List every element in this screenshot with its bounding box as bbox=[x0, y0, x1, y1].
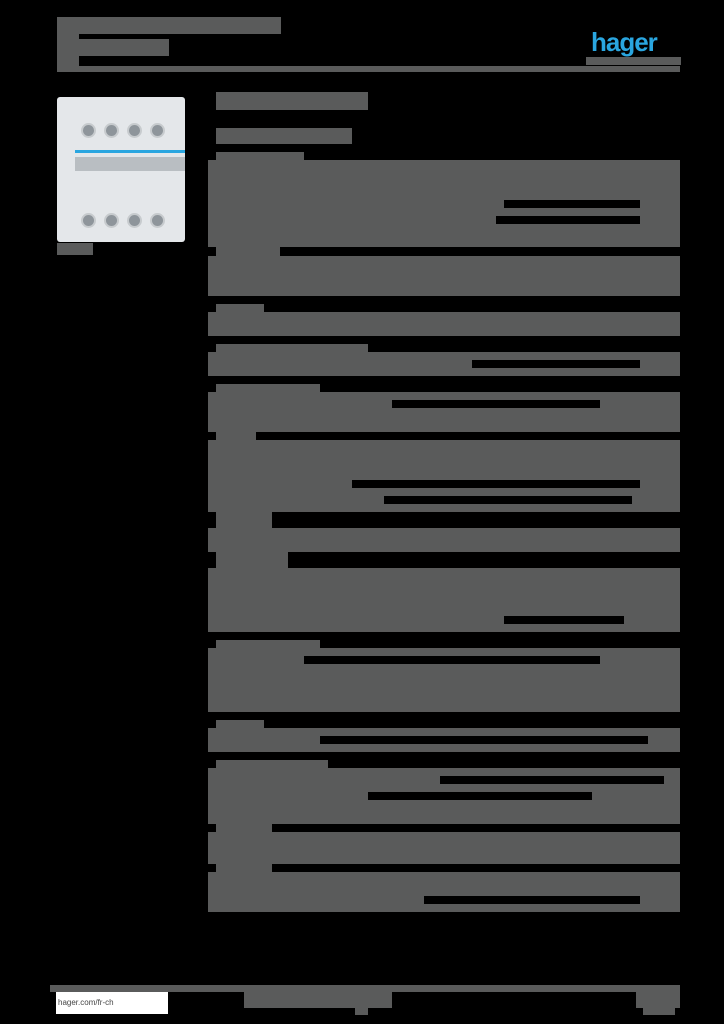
value-line bbox=[392, 400, 600, 408]
value-line bbox=[496, 216, 640, 224]
header-title-redacted bbox=[57, 17, 281, 34]
section-5-body bbox=[208, 392, 680, 432]
terminal-icon bbox=[150, 213, 165, 228]
section-6-title bbox=[216, 432, 256, 440]
main-heading-redacted bbox=[216, 92, 368, 110]
terminal-icon bbox=[127, 213, 142, 228]
section-7-title bbox=[216, 512, 272, 528]
section-2-title bbox=[216, 247, 280, 256]
terminal-icon bbox=[104, 123, 119, 138]
value-line bbox=[320, 736, 648, 744]
terminal-icon bbox=[104, 213, 119, 228]
footer-page-info-tail bbox=[643, 1006, 675, 1015]
section-3-title bbox=[216, 304, 264, 312]
value-line bbox=[352, 480, 640, 488]
section-9-title bbox=[216, 640, 320, 648]
footer-url-link[interactable]: hager.com/fr-ch bbox=[56, 992, 168, 1014]
section-10-title bbox=[216, 720, 264, 728]
section-12-title bbox=[216, 824, 272, 832]
footer-page-info-redacted bbox=[636, 992, 680, 1008]
terminal-icon bbox=[127, 123, 142, 138]
value-line bbox=[504, 616, 624, 624]
toggle-lever bbox=[75, 157, 185, 171]
hager-logo: hager bbox=[591, 27, 658, 57]
section-13-title bbox=[216, 864, 272, 872]
value-line bbox=[472, 360, 640, 368]
section-4-title bbox=[216, 344, 368, 352]
value-line bbox=[504, 200, 640, 208]
section-12-body bbox=[208, 832, 680, 864]
value-line bbox=[384, 496, 632, 504]
section-8-title bbox=[216, 552, 288, 568]
main-subheading-redacted bbox=[216, 128, 352, 144]
blue-stripe bbox=[75, 150, 185, 153]
footer-rule bbox=[50, 985, 680, 992]
value-line bbox=[304, 656, 600, 664]
section-5-title bbox=[216, 384, 320, 392]
product-image bbox=[57, 97, 185, 242]
terminal-icon bbox=[81, 123, 96, 138]
value-line bbox=[440, 776, 664, 784]
header-subtitle-redacted bbox=[79, 39, 169, 56]
terminal-icon bbox=[150, 123, 165, 138]
section-1-title bbox=[216, 152, 304, 160]
footer-center-redacted bbox=[244, 992, 392, 1008]
section-3-body bbox=[208, 312, 680, 336]
value-line bbox=[424, 896, 640, 904]
product-caption-redacted bbox=[57, 243, 93, 255]
section-7-body bbox=[208, 528, 680, 552]
footer-center-tail bbox=[355, 1006, 368, 1015]
value-line bbox=[368, 792, 592, 800]
gap bbox=[280, 248, 680, 256]
section-2-body bbox=[208, 256, 680, 296]
header-left-block bbox=[57, 17, 79, 72]
section-13-body bbox=[208, 872, 680, 912]
terminal-icon bbox=[81, 213, 96, 228]
header-rule bbox=[57, 66, 680, 72]
logo-tagline-redacted bbox=[586, 57, 681, 65]
section-11-title bbox=[216, 760, 328, 768]
